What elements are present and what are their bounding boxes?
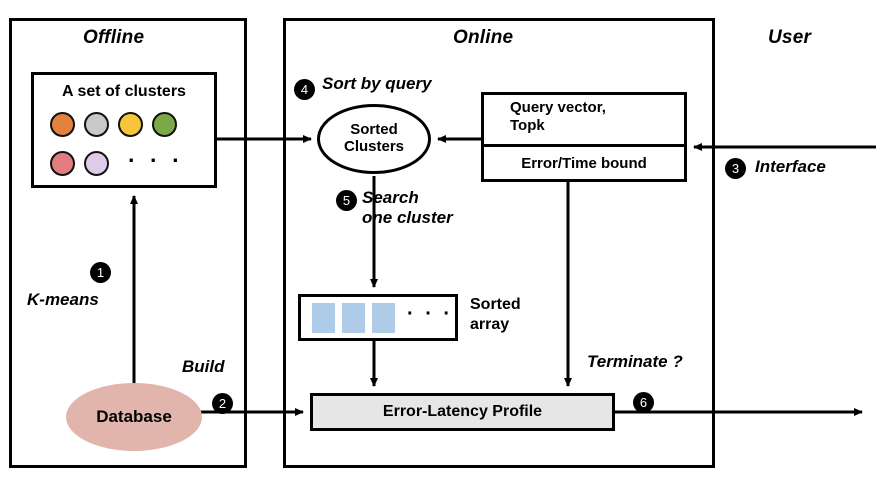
step-label-sort-by-query: Sort by query bbox=[322, 74, 432, 93]
clusters-ellipsis: · · · bbox=[128, 146, 184, 173]
clusters-box-label: A set of clusters bbox=[62, 83, 186, 100]
panel-online bbox=[283, 18, 715, 468]
sorted-array-label-line1: Sorted bbox=[470, 296, 521, 313]
sorted-array-box: · · · bbox=[298, 294, 458, 341]
cluster-dot-yellow bbox=[118, 112, 143, 137]
sorted-array-label-line2: array bbox=[470, 316, 510, 333]
database-node: Database bbox=[66, 383, 202, 451]
cluster-dot-green bbox=[152, 112, 177, 137]
array-cell bbox=[372, 302, 395, 333]
cluster-dot-gray bbox=[84, 112, 109, 137]
step-label-search-one-cluster: Search one cluster bbox=[362, 188, 453, 229]
panel-title-online: Online bbox=[453, 27, 514, 48]
cluster-dot-purple bbox=[84, 151, 109, 176]
step-label-search-line2: one cluster bbox=[362, 208, 453, 228]
panel-title-user: User bbox=[768, 27, 812, 48]
step-badge-4: 4 bbox=[294, 79, 315, 100]
step-label-kmeans: K-means bbox=[27, 290, 99, 309]
step-badge-6: 6 bbox=[633, 392, 654, 413]
step-badge-5: 5 bbox=[336, 190, 357, 211]
step-label-build: Build bbox=[182, 357, 225, 376]
query-vector-line: Query vector, bbox=[510, 99, 606, 116]
cluster-dot-red bbox=[50, 151, 75, 176]
sorted-clusters-line2: Clusters bbox=[343, 138, 405, 155]
topk-line: Topk bbox=[510, 117, 545, 135]
sorted-clusters-line1: Sorted bbox=[350, 121, 398, 139]
step-label-interface: Interface bbox=[755, 157, 826, 176]
array-cell bbox=[342, 302, 365, 333]
array-cell bbox=[312, 302, 335, 333]
error-latency-profile-box: Error-Latency Profile bbox=[310, 393, 615, 431]
step-badge-1: 1 bbox=[90, 262, 111, 283]
panel-offline bbox=[9, 18, 247, 468]
cluster-dot-orange bbox=[50, 112, 75, 137]
error-time-bound-section: Error/Time bound bbox=[521, 154, 647, 172]
cluster-row-bottom: · · · bbox=[50, 146, 184, 176]
step-label-terminate: Terminate ? bbox=[587, 352, 683, 371]
query-vector-topk-section: Query vector, Topk bbox=[484, 95, 684, 147]
step-badge-2: 2 bbox=[212, 393, 233, 414]
query-input-box: Query vector, Topk Error/Time bound bbox=[481, 92, 687, 182]
sorted-array-label: Sorted array bbox=[470, 295, 521, 335]
sorted-clusters-node: Sorted Clusters bbox=[317, 104, 431, 174]
step-label-search-line1: Search bbox=[362, 188, 419, 207]
cluster-row-top bbox=[50, 112, 177, 137]
panel-title-offline: Offline bbox=[83, 27, 145, 48]
clusters-box: A set of clusters · · · bbox=[31, 72, 217, 188]
step-badge-3: 3 bbox=[725, 158, 746, 179]
sorted-array-ellipsis: · · · bbox=[407, 303, 454, 325]
